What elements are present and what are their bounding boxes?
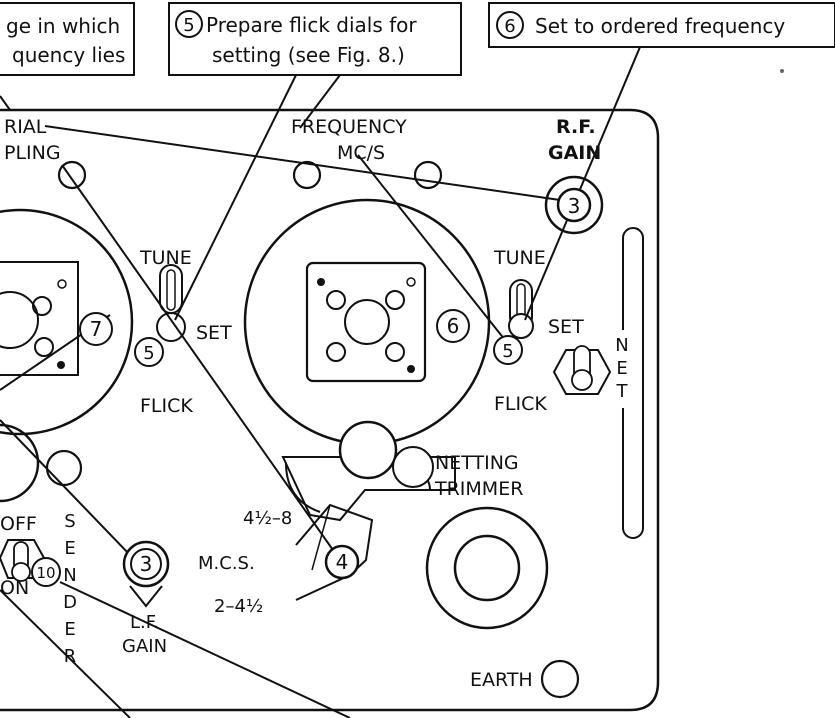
svg-text:5: 5 — [502, 341, 513, 362]
callout-prepare-line2: setting (see Fig. 8.) — [212, 43, 405, 67]
step-marker-6: 6 — [436, 309, 470, 343]
label-range-low: 2–4½ — [214, 596, 263, 617]
label-range-high: 4½–8 — [243, 508, 292, 529]
label-trimmer: TRIMMER — [434, 478, 523, 500]
label-rf-gain: GAIN — [548, 142, 601, 164]
step-marker-5-right: 5 — [493, 335, 523, 365]
step-marker-7: 7 — [79, 312, 113, 346]
label-sender-s: S — [64, 511, 75, 532]
label-mcs-top: MC/S — [337, 142, 385, 164]
label-earth: EARTH — [470, 669, 533, 691]
label-lf-gain: GAIN — [122, 636, 167, 657]
label-flick-left: FLICK — [140, 395, 193, 417]
svg-text:7: 7 — [90, 317, 103, 341]
callout-box-frequency-range: ge in which quency lies — [0, 2, 135, 76]
lf-gain-pointer — [129, 585, 163, 608]
label-set-right: SET — [548, 316, 584, 338]
left-tuning-dial — [0, 208, 134, 436]
svg-text:5: 5 — [143, 343, 154, 364]
step-5-number: 5 — [183, 15, 194, 36]
leader-lines — [0, 46, 641, 718]
label-tune-left: TUNE — [139, 247, 192, 269]
step-marker-3-rf: 3 — [556, 187, 592, 223]
net-toggle-switch — [552, 345, 612, 395]
left-lower-knob — [0, 423, 40, 503]
label-off: OFF — [0, 513, 37, 535]
svg-text:4: 4 — [336, 550, 349, 574]
callout-set-frequency: Set to ordered frequency — [535, 14, 785, 38]
step-marker-3-lf: 3 — [122, 540, 170, 588]
step-5-circle — [175, 10, 203, 38]
left-lower-hole — [45, 449, 83, 487]
label-flick-right: FLICK — [494, 393, 547, 415]
speck — [780, 69, 784, 73]
svg-text:3: 3 — [568, 194, 581, 218]
rf-gain-knob — [544, 175, 604, 235]
label-sender-e2: E — [64, 619, 75, 640]
netting-trimmer-knob — [425, 506, 549, 630]
panel-outline — [0, 108, 660, 712]
svg-text:6: 6 — [447, 314, 460, 338]
label-tune-right: TUNE — [493, 247, 546, 269]
callout-box-prepare-flick: 5 Prepare flick dials for setting (see F… — [168, 2, 462, 76]
label-set-left: SET — [196, 322, 232, 344]
label-sender-n: N — [63, 565, 76, 586]
range-selector — [281, 420, 456, 601]
step-marker-10: 10 — [31, 557, 61, 587]
label-mcs-switch: M.C.S. — [198, 553, 255, 574]
net-label-background — [610, 330, 636, 408]
label-net-n: N — [615, 335, 628, 356]
step-6-number: 6 — [504, 16, 515, 37]
svg-text:10: 10 — [36, 564, 55, 582]
callout-prepare-line1: Prepare flick dials for — [206, 13, 417, 37]
left-flick-switch — [156, 264, 186, 342]
label-sender-d: D — [63, 592, 77, 613]
step-6-circle — [496, 11, 524, 39]
hole-aerial — [57, 160, 87, 190]
label-sender-e: E — [64, 538, 75, 559]
step-marker-4: 4 — [324, 544, 360, 580]
earth-terminal — [540, 659, 580, 699]
label-net-t: T — [616, 381, 629, 402]
hole-freq-left — [292, 160, 322, 190]
callout-range-line1: ge in which — [6, 14, 120, 38]
callout-range-line2: quency lies — [12, 43, 125, 67]
label-on: ON — [0, 577, 29, 599]
label-frequency: FREQUENCY — [291, 116, 407, 138]
step-marker-5-left: 5 — [134, 337, 164, 367]
callout-box-set-frequency: 6 Set to ordered frequency — [488, 2, 835, 48]
label-netting: NETTING — [435, 452, 519, 474]
label-rf: R.F. — [556, 116, 596, 138]
label-aerial: RIAL — [4, 116, 47, 138]
label-net-e: E — [616, 358, 627, 379]
hole-freq-right — [413, 160, 443, 190]
label-coupling: PLING — [4, 142, 61, 164]
svg-text:3: 3 — [140, 552, 153, 576]
